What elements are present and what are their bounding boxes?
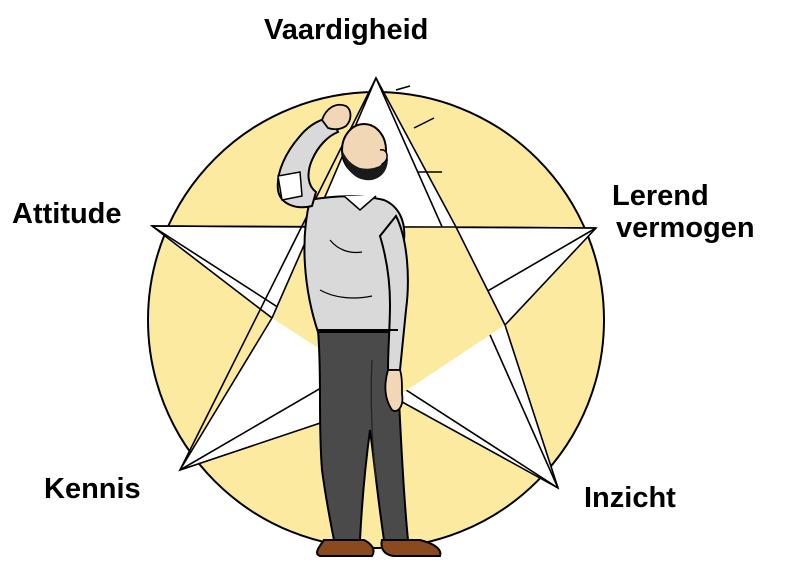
label-attitude: Attitude — [12, 198, 122, 230]
label-vermogen: vermogen — [616, 212, 755, 244]
label-lerend: Lerend — [612, 180, 755, 212]
label-kennis: Kennis — [44, 473, 141, 505]
label-vaardigheid: Vaardigheid — [264, 14, 428, 46]
label-inzicht: Inzicht — [584, 482, 676, 514]
label-lerend-vermogen: Lerend vermogen — [612, 180, 755, 244]
